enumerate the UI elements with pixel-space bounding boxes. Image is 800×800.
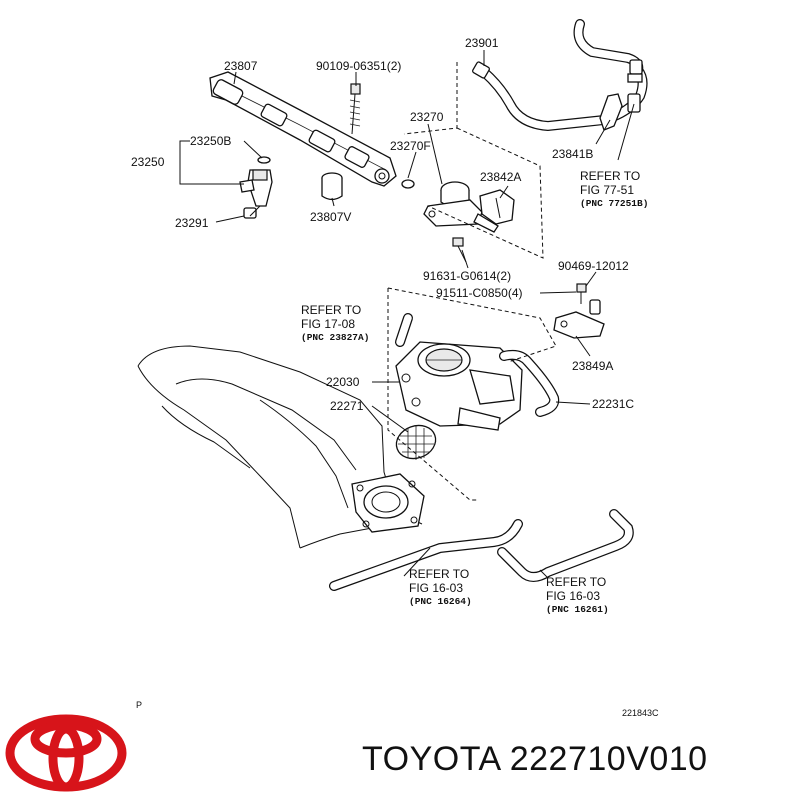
part-number: 222710V010 [509,740,708,778]
svg-text:(PNC 16261): (PNC 16261) [546,604,609,615]
pressure-regulator-23270 [423,181,499,233]
label-22271: 22271 [330,399,364,413]
label-22231c: 22231C [592,397,634,411]
brand-part-title: TOYOTA 222710V010 [362,740,708,779]
label-23250: 23250 [131,155,165,169]
leader-lines [179,50,635,579]
label-23291: 23291 [175,216,209,230]
gasket-22271 [395,424,437,460]
oring-23270f [401,179,415,189]
fuel-hose-23901 [472,19,648,132]
hose-22231c [499,349,560,417]
throttle-body-22030 [395,341,523,431]
brand-name: TOYOTA [362,740,500,778]
bolt-90109 [349,83,361,135]
svg-text:FIG 16-03: FIG 16-03 [546,589,600,603]
label-23270: 23270 [410,110,444,124]
spacer-23807v [321,172,343,201]
toyota-logo-icon [5,714,127,792]
label-91631: 91631-G0614(2) [423,269,511,283]
water-hose-16261 [497,509,634,582]
ref-77-51: REFER TO FIG 77-51 (PNC 77251B) [580,169,648,209]
label-23807: 23807 [224,59,258,73]
clamp-23841b [599,93,641,131]
label-23841b: 23841B [552,147,593,161]
svg-text:FIG 77-51: FIG 77-51 [580,183,634,197]
injector-23250 [239,156,273,219]
label-23842a: 23842A [480,170,521,184]
svg-text:(PNC 77251B): (PNC 77251B) [580,198,648,209]
ref-16-03-b: REFER TO FIG 16-03 (PNC 16261) [546,575,609,615]
ref-16-03-a: REFER TO FIG 16-03 (PNC 16264) [409,567,472,607]
label-91511: 91511-C0850(4) [436,286,523,300]
svg-text:FIG 16-03: FIG 16-03 [409,581,463,595]
clamp-23842a [479,189,515,225]
svg-text:REFER TO: REFER TO [580,169,640,183]
label-23270f: 23270F [390,139,431,153]
svg-text:FIG 17-08: FIG 17-08 [301,317,355,331]
svg-text:REFER TO: REFER TO [546,575,606,589]
bracket-23849a [553,283,605,339]
intake-manifold [137,345,425,549]
hose-ref-17-08 [395,313,413,347]
svg-text:REFER TO: REFER TO [409,567,469,581]
label-23250b: 23250B [190,134,231,148]
sheet-code: 221843C [622,708,659,718]
p-mark: P [136,700,142,710]
ref-17-08: REFER TO FIG 17-08 (PNC 23827A) [301,303,369,343]
label-23901: 23901 [465,36,499,50]
svg-text:(PNC 23827A): (PNC 23827A) [301,332,369,343]
label-90109: 90109-06351(2) [316,59,401,73]
fuel-rail-23807 [209,71,397,187]
part-labels: 23807 90109-06351(2) 23901 23250B 23250 … [131,36,659,718]
bolt-91631 [452,237,467,263]
label-22030: 22030 [326,375,360,389]
label-90469: 90469-12012 [558,259,629,273]
svg-text:REFER TO: REFER TO [301,303,361,317]
water-hose-16264 [329,519,523,591]
label-23807v: 23807V [310,210,351,224]
svg-text:(PNC 16264): (PNC 16264) [409,596,472,607]
label-23849a: 23849A [572,359,613,373]
